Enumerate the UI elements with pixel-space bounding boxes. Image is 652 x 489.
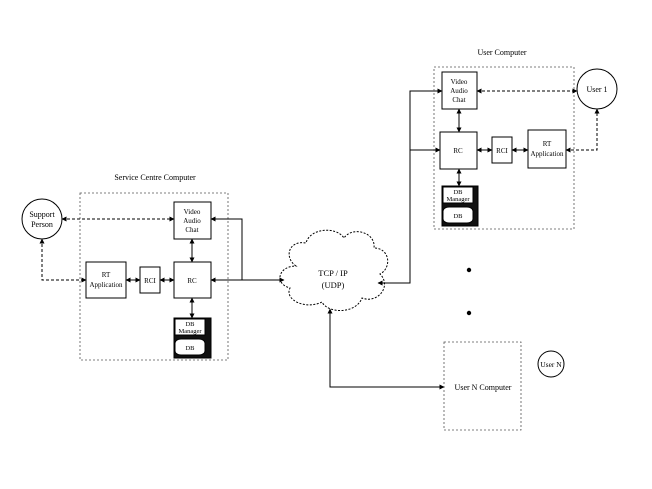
uc-rc-label: RC — [453, 147, 463, 155]
uc-rt-label: RT — [543, 140, 552, 148]
uc-database-stack[interactable]: DB Manager DB — [441, 185, 479, 227]
uc-db-cylinder — [442, 206, 474, 224]
user-computer: User Computer Video Audio Chat RC RCI RT… — [433, 48, 618, 230]
person-label: Person — [31, 220, 53, 229]
user-n-computer-label: User N Computer — [455, 383, 512, 392]
tcp-ip-label: TCP / IP — [318, 268, 348, 278]
tcp-ip-cloud[interactable]: TCP / IP (UDP) — [279, 229, 389, 311]
uc-rt-user-link — [565, 108, 600, 153]
service-centre-title: Service Centre Computer — [114, 173, 196, 182]
uc-video-label: Video — [451, 78, 468, 86]
udp-label: (UDP) — [322, 280, 345, 290]
uc-db-manager-label-2: Manager — [446, 196, 470, 203]
sc-rc-box[interactable] — [173, 261, 212, 299]
support-label: Support — [29, 210, 55, 219]
sc-db-manager-label-2: Manager — [178, 328, 202, 335]
sc-chat-label: Chat — [185, 226, 198, 234]
sc-rt-label: RT — [102, 271, 111, 279]
uc-db-manager-box — [442, 186, 474, 204]
sc-application-label: Application — [89, 281, 123, 289]
ellipsis-dot-2 — [466, 310, 472, 316]
user-1-label: User 1 — [586, 85, 607, 94]
support-person-circle[interactable] — [21, 198, 63, 240]
sc-audio-label: Audio — [183, 217, 201, 225]
uc-rt-application-box[interactable] — [527, 129, 567, 169]
user-n[interactable]: User N — [537, 350, 565, 378]
uc-chat-label: Chat — [452, 96, 465, 104]
user-n-circle — [537, 350, 565, 378]
sc-rt-application-box[interactable] — [85, 261, 127, 299]
user-computer-title: User Computer — [477, 48, 526, 57]
user-n-label: User N — [540, 360, 562, 369]
sc-rc-label: RC — [187, 277, 197, 285]
uc-db-label: DB — [453, 213, 463, 220]
uc-db-manager-label-1: DB — [453, 189, 463, 196]
sc-db-manager-box — [174, 318, 206, 336]
sc-database-stack[interactable]: DB Manager DB — [173, 317, 212, 359]
sc-db-cylinder — [174, 338, 206, 356]
ellipsis-dot-1 — [466, 267, 472, 273]
sc-db-label: DB — [185, 345, 195, 352]
service-centre-boundary — [79, 192, 229, 361]
cloud-to-user-n-link — [327, 308, 445, 390]
uc-video-audio-chat-box[interactable] — [441, 71, 478, 110]
cloud-to-user-video-link — [377, 88, 443, 286]
uc-audio-label: Audio — [450, 87, 468, 95]
sc-support-rt-link — [39, 238, 87, 283]
sc-rci-label: RCI — [144, 277, 156, 285]
user-n-computer[interactable]: User N Computer — [443, 341, 522, 431]
user-n-boundary — [443, 341, 522, 431]
service-centre-computer: Service Centre Computer RT Application R… — [21, 173, 229, 361]
uc-application-label: Application — [530, 150, 564, 158]
sc-video-to-junction — [210, 216, 243, 281]
sc-video-label: Video — [184, 208, 201, 216]
sc-db-manager-label-1: DB — [185, 321, 195, 328]
uc-rci-label: RCI — [496, 147, 508, 155]
